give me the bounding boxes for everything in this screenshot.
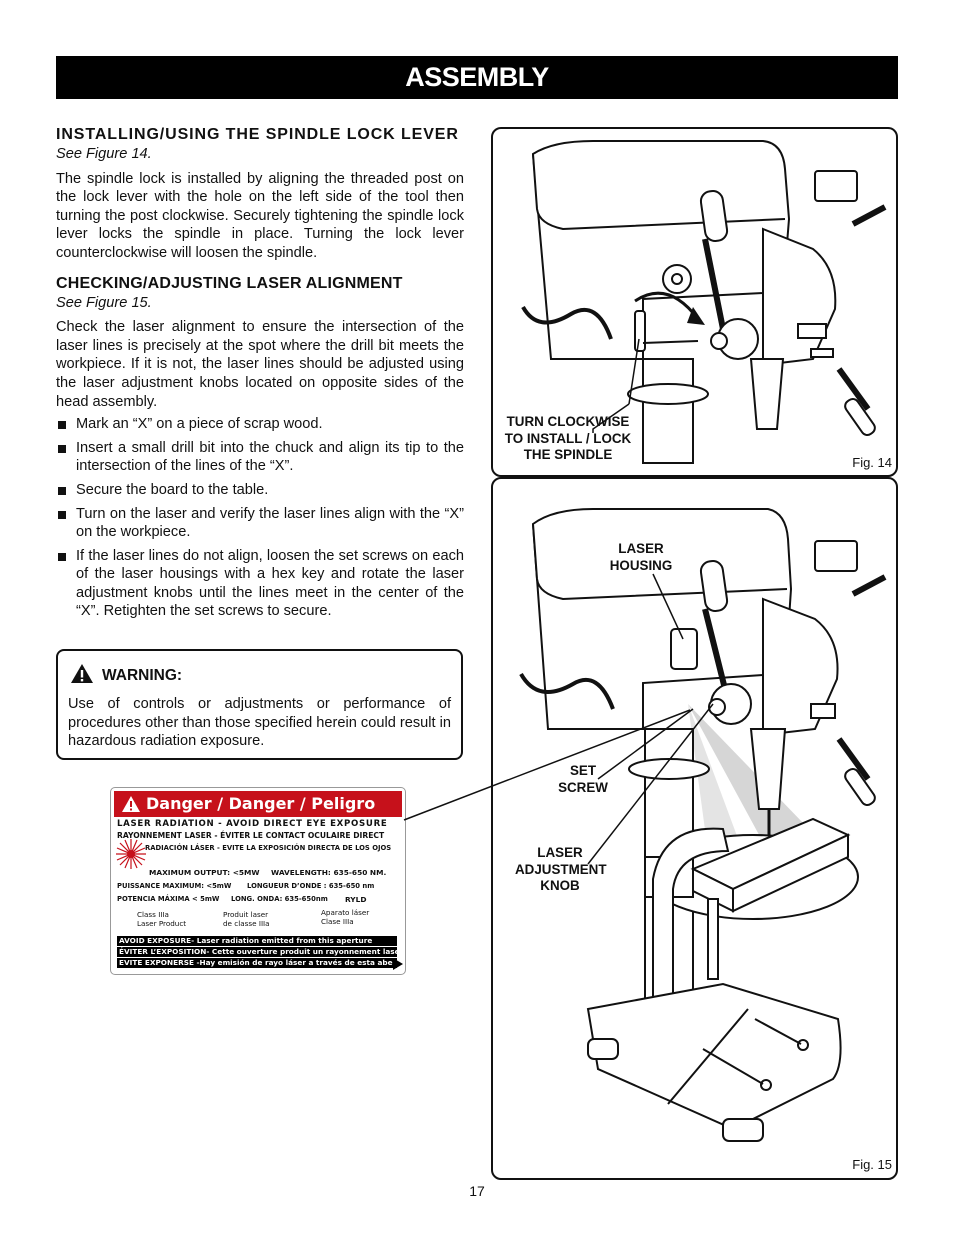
drill-press-laser-illustration: [519, 508, 887, 1142]
section2-see-figure: See Figure 15.: [56, 294, 152, 311]
danger-label-bar1: AVOID EXPOSURE- Laser radiation emitted …: [117, 936, 397, 946]
danger-label-potencia: POTENCIA MÁXIMA < 5mW: [117, 895, 220, 903]
danger-label-line3: RADIACIÓN LÁSER - EVITE LA EXPOSICIÓN DI…: [145, 844, 392, 852]
section2-title: CHECKING/ADJUSTING LASER ALIGNMENT: [56, 274, 403, 292]
drill-press-illustration: [521, 140, 887, 464]
danger-label-line2: RAYONNEMENT LASER - ÉVITER LE CONTACT OC…: [117, 831, 385, 840]
danger-label-bar2: ÉVITER L’EXPOSITION- Cette ouverture pro…: [117, 947, 397, 957]
fig15-callout-laser-housing: LASER HOUSING: [609, 541, 673, 573]
aperture-arrow-icon: [393, 958, 403, 970]
danger-label-wavelength: WAVELENGTH: 635-650 NM.: [271, 868, 387, 877]
page-number: 17: [469, 1183, 485, 1199]
danger-label-line1: LASER RADIATION - AVOID DIRECT EYE EXPOS…: [117, 819, 388, 829]
figure-14: TURN CLOCKWISE TO INSTALL / LOCK THE SPI…: [491, 127, 898, 477]
list-item: If the laser lines do not align, loosen …: [56, 547, 464, 621]
danger-label-long-onda: LONG. ONDA: 635-650nm: [231, 895, 328, 903]
fig14-label: Fig. 14: [852, 455, 892, 470]
text-column: INSTALLING/USING THE SPINDLE LOCK LEVER …: [56, 124, 464, 626]
warning-body: Use of controls or adjustments or perfor…: [68, 696, 451, 749]
danger-label-bar3: EVITE EXPONERSE -Hay emisión de rayo lás…: [117, 958, 397, 968]
danger-label-code: RYLD: [345, 895, 367, 904]
section2-body: Check the laser alignment to ensure the …: [56, 319, 464, 410]
danger-label-longueur: LONGUEUR D’ONDE : 635-650 nm: [247, 882, 375, 890]
warning-heading: WARNING:: [70, 663, 182, 686]
list-item: Secure the board to the table.: [56, 481, 464, 500]
danger-label-class-fr: Produit laser de classe IIIa: [223, 910, 270, 928]
fig15-label: Fig. 15: [852, 1157, 892, 1172]
warning-box: WARNING: Use of controls or adjustments …: [56, 649, 463, 760]
danger-label-class-es: Aparato láser Clase IIIa: [321, 908, 370, 926]
danger-label-puissance: PUISSANCE MAXIMUM: <5mW: [117, 882, 232, 890]
list-item: Insert a small drill bit into the chuck …: [56, 439, 464, 476]
step-list: Mark an “X” on a piece of scrap wood. In…: [56, 415, 464, 621]
section1-body: The spindle lock is installed by alignin…: [56, 170, 464, 261]
fig15-callout-adjustment-knob: LASER ADJUSTMENT KNOB: [515, 845, 607, 893]
fig14-callout: TURN CLOCKWISE TO INSTALL / LOCK THE SPI…: [504, 414, 632, 462]
list-item: Mark an “X” on a piece of scrap wood.: [56, 415, 464, 434]
section1-see-figure: See Figure 14.: [56, 146, 152, 162]
warning-triangle-icon: [71, 664, 93, 683]
figure-15: LASER HOUSING SET SCREW LASER ADJUSTMENT…: [491, 477, 898, 1180]
section1-title: INSTALLING/USING THE SPINDLE LOCK LEVER: [56, 126, 459, 143]
section-banner: ASSEMBLY: [56, 56, 898, 99]
list-item: Turn on the laser and verify the laser l…: [56, 505, 464, 542]
laser-starburst-icon: [116, 839, 146, 869]
warning-triangle-icon: [122, 796, 140, 812]
warning-title: WARNING:: [102, 667, 183, 684]
laser-danger-label: Danger / Danger / Peligro LASER RADIATIO…: [110, 787, 406, 975]
danger-label-max-output: MAXIMUM OUTPUT: <5MW: [149, 868, 260, 877]
fig15-callout-set-screw: SET SCREW: [558, 763, 608, 795]
danger-label-title: Danger / Danger / Peligro: [146, 794, 376, 813]
danger-label-class-en: Class IIIa Laser Product: [137, 910, 187, 928]
danger-label-header: Danger / Danger / Peligro: [114, 791, 402, 817]
